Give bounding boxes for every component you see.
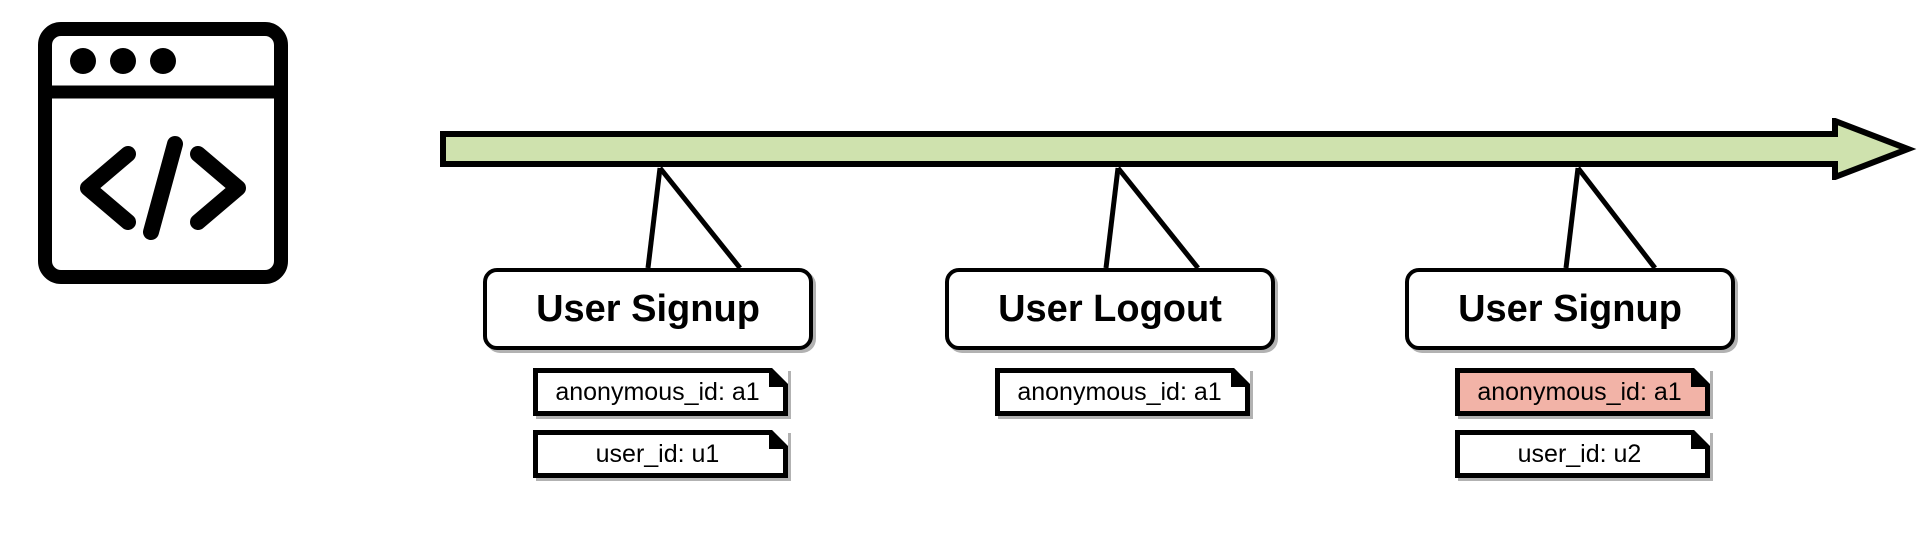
timeline-arrow bbox=[440, 116, 1925, 182]
note-anonymous-id[interactable]: anonymous_id: a1 bbox=[533, 368, 788, 416]
note-user-id[interactable]: user_id: u2 bbox=[1455, 430, 1710, 478]
event-box-user-logout[interactable]: User Logout bbox=[945, 268, 1275, 350]
note-shape bbox=[1455, 368, 1710, 416]
note-anonymous-id-highlighted[interactable]: anonymous_id: a1 bbox=[1455, 368, 1710, 416]
note-shape bbox=[995, 368, 1250, 416]
event-title: User Signup bbox=[1458, 288, 1682, 330]
code-window-icon bbox=[38, 22, 288, 284]
note-text: anonymous_id: a1 bbox=[1017, 377, 1222, 406]
event-group-1: User Signup anonymous_id: a1 user_id: u1 bbox=[483, 268, 813, 478]
note-text: anonymous_id: a1 bbox=[1477, 377, 1682, 406]
event-box-user-signup-1[interactable]: User Signup bbox=[483, 268, 813, 350]
note-text: user_id: u2 bbox=[1517, 439, 1642, 468]
note-text: user_id: u1 bbox=[595, 439, 720, 468]
note-user-id[interactable]: user_id: u1 bbox=[533, 430, 788, 478]
event-title: User Signup bbox=[536, 288, 760, 330]
note-shape bbox=[533, 368, 788, 416]
note-text: anonymous_id: a1 bbox=[555, 377, 760, 406]
note-shape bbox=[1455, 430, 1710, 478]
event-group-3: User Signup anonymous_id: a1 user_id: u2 bbox=[1405, 268, 1735, 478]
note-anonymous-id[interactable]: anonymous_id: a1 bbox=[995, 368, 1250, 416]
note-shape bbox=[533, 430, 788, 478]
event-title: User Logout bbox=[998, 288, 1222, 330]
event-box-user-signup-2[interactable]: User Signup bbox=[1405, 268, 1735, 350]
event-group-2: User Logout anonymous_id: a1 bbox=[945, 268, 1275, 416]
